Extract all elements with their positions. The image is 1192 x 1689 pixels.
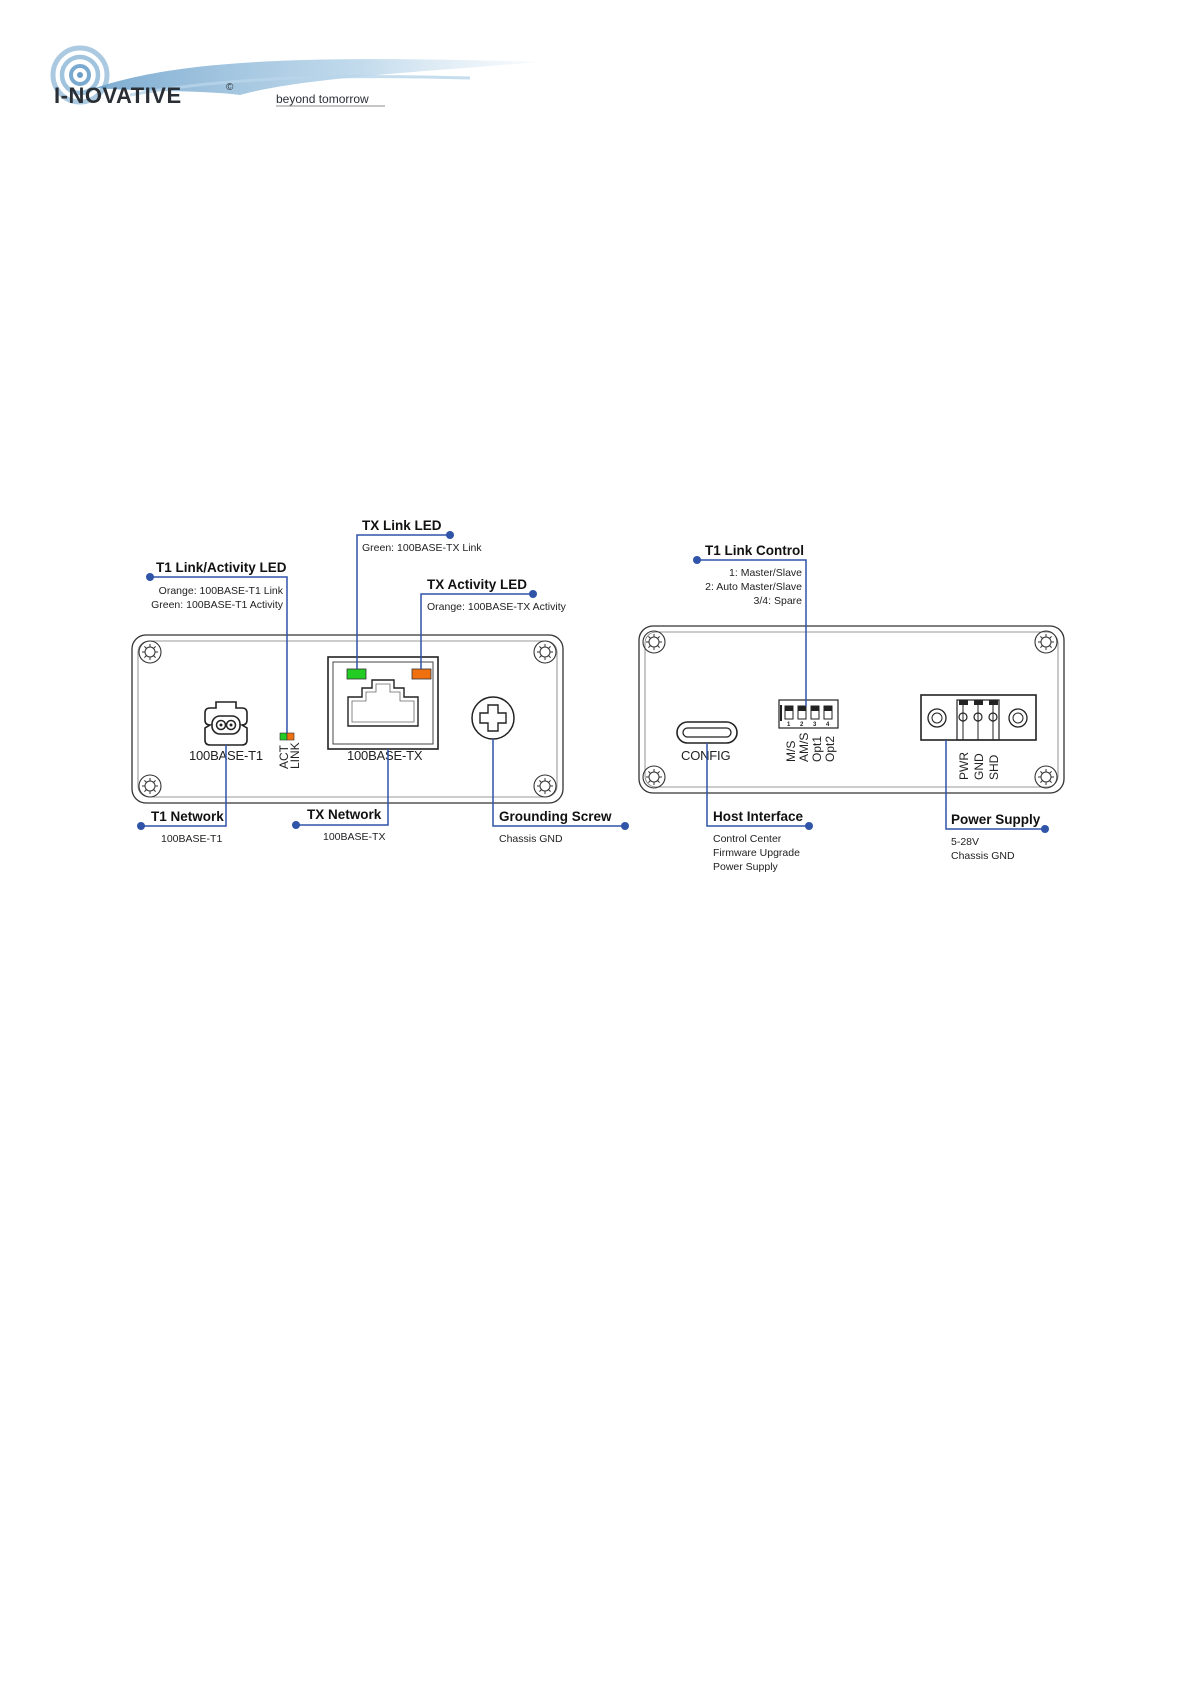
terminal-gnd — [973, 712, 983, 722]
terminal-label-pwr: PWR — [957, 752, 971, 780]
t1-link-led — [286, 732, 295, 741]
callout-t1-led: T1 Link/Activity LED Orange: 100BASE-T1 … — [151, 560, 287, 611]
dip-number-2: 2 — [800, 722, 804, 728]
company-logo: I-NOVATIVE © beyond tomorrow — [50, 45, 540, 108]
screw-icon — [1034, 765, 1058, 789]
callout-title: Grounding Screw — [499, 809, 612, 824]
callout-host-interface: Host Interface Control Center Firmware U… — [713, 809, 804, 873]
callout-title: T1 Network — [151, 809, 224, 824]
callout-title: Host Interface — [713, 809, 804, 824]
terminal-shd — [988, 712, 998, 722]
terminal-pwr — [958, 712, 968, 722]
callout-line: 5-28V — [951, 836, 979, 848]
callout-title: TX Link LED — [362, 518, 442, 533]
terminal-label-shd: SHD — [987, 754, 1001, 780]
callout-tx-link-led: TX Link LED Green: 100BASE-TX Link — [362, 518, 482, 554]
wireless-signal-icon — [50, 45, 110, 105]
callout-title: TX Activity LED — [427, 577, 527, 592]
callout-line: 2: Auto Master/Slave — [705, 581, 802, 593]
tx-link-led — [346, 668, 367, 680]
callout-line: 100BASE-TX — [323, 831, 385, 843]
callout-title: T1 Link/Activity LED — [156, 560, 287, 575]
usb-config-label: CONFIG — [681, 748, 730, 763]
led-link-label: LINK — [288, 742, 302, 769]
callout-title: Power Supply — [951, 812, 1041, 827]
callout-line: 1: Master/Slave — [729, 567, 802, 579]
callout-t1-network: T1 Network 100BASE-T1 — [151, 809, 224, 845]
callout-line: Green: 100BASE-TX Link — [362, 542, 482, 554]
screw-icon — [642, 630, 666, 654]
front-panel-outline — [131, 634, 564, 804]
callout-tx-network: TX Network 100BASE-TX — [307, 807, 385, 843]
power-terminal-block — [920, 694, 1037, 741]
t1-connector-icon — [204, 701, 248, 746]
usb-c-port-icon — [676, 721, 738, 744]
callout-line: Firmware Upgrade — [713, 847, 800, 859]
rear-panel: CONFIG 1 2 3 4 M/S AM/S Opt1 Opt2 — [638, 625, 1065, 794]
tx-activity-led — [411, 668, 432, 680]
front-panel: 100BASE-T1 ACT LINK 100BASE-TX — [131, 634, 564, 804]
callout-line: Chassis GND — [499, 833, 563, 845]
led-act-label: ACT — [277, 744, 291, 769]
dip-label-opt2: Opt2 — [823, 736, 837, 762]
callout-line: 100BASE-T1 — [161, 833, 222, 845]
callout-grounding: Grounding Screw Chassis GND — [499, 809, 612, 845]
callout-line: Control Center — [713, 833, 782, 845]
screw-icon — [533, 640, 557, 664]
dip-label-ams: AM/S — [797, 733, 811, 762]
callout-line: 3/4: Spare — [754, 595, 803, 607]
copyright-mark: © — [226, 82, 234, 93]
dip-label-ms: M/S — [784, 741, 798, 762]
logo-tagline: beyond tomorrow — [276, 92, 369, 106]
screw-icon — [1034, 630, 1058, 654]
callout-title: TX Network — [307, 807, 382, 822]
terminal-label-gnd: GND — [972, 753, 986, 780]
callout-line: Green: 100BASE-T1 Activity — [151, 599, 284, 611]
dip-number-1: 1 — [787, 722, 791, 728]
rj45-port-icon — [327, 656, 439, 750]
dip-label-opt1: Opt1 — [810, 736, 824, 762]
callout-line: Orange: 100BASE-T1 Link — [159, 585, 284, 597]
callout-power-supply: Power Supply 5-28V Chassis GND — [951, 812, 1041, 862]
screw-icon — [533, 774, 557, 798]
dip-switch: 1 2 3 4 — [778, 699, 839, 729]
callout-line: Chassis GND — [951, 850, 1015, 862]
screw-icon — [138, 640, 162, 664]
screw-icon — [642, 765, 666, 789]
callout-tx-act-led: TX Activity LED Orange: 100BASE-TX Activ… — [427, 577, 567, 613]
rear-panel-outline — [638, 625, 1065, 794]
screw-icon — [138, 774, 162, 798]
callout-t1-link-control: T1 Link Control 1: Master/Slave 2: Auto … — [705, 543, 804, 607]
dip-number-3: 3 — [813, 722, 817, 728]
callout-line: Power Supply — [713, 861, 779, 873]
logo-text: I-NOVATIVE — [54, 83, 182, 108]
leader-lines — [137, 531, 1049, 833]
callout-line: Orange: 100BASE-TX Activity — [427, 601, 567, 613]
grounding-screw-icon — [471, 696, 515, 740]
dip-number-4: 4 — [826, 722, 830, 728]
port-tx-label: 100BASE-TX — [347, 748, 423, 763]
callout-title: T1 Link Control — [705, 543, 804, 558]
t1-activity-led — [279, 732, 288, 741]
